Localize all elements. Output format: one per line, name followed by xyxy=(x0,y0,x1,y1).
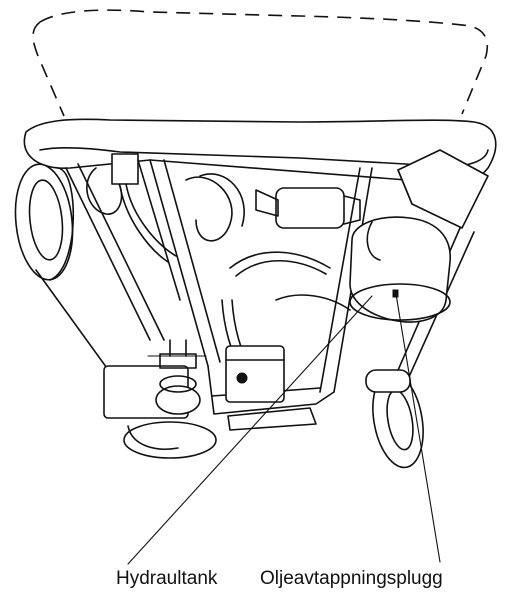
middle-hoses xyxy=(185,173,351,367)
leader-line-oljeavtappningsplugg xyxy=(395,293,441,563)
left-caster xyxy=(103,339,217,459)
label-oljeavtappningsplugg: Oljeavtappningsplugg xyxy=(260,568,443,589)
right-box xyxy=(397,149,489,229)
left-hoses xyxy=(86,153,181,301)
label-hydraultank: Hydraultank xyxy=(116,568,218,589)
left-wheel xyxy=(14,163,75,281)
pump-block xyxy=(225,345,317,431)
filter-cylinder xyxy=(255,187,361,229)
leader-line-hydraultank xyxy=(127,295,373,565)
leader-lines xyxy=(127,293,441,565)
hydraulic-tank xyxy=(349,216,451,323)
central-frame xyxy=(149,159,373,415)
top-frame xyxy=(23,118,497,185)
dashed-cover-outline xyxy=(32,9,489,117)
right-caster xyxy=(365,369,424,469)
